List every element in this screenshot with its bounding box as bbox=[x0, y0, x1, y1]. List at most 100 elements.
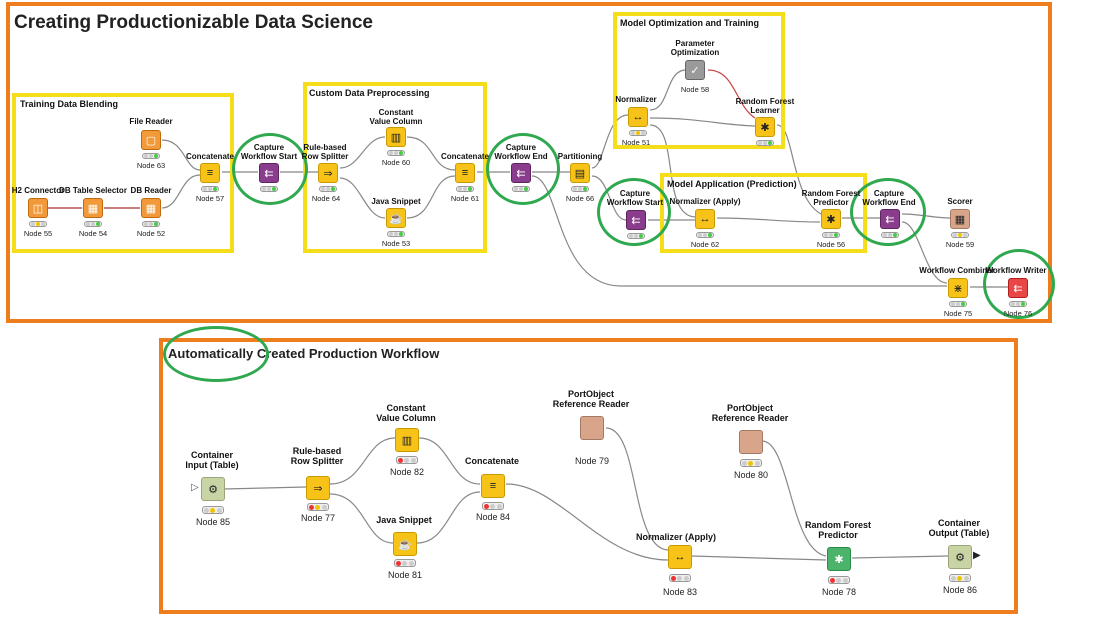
capture-end-1-label: Capture Workflow End bbox=[494, 143, 548, 161]
rf-predictor-56-id: Node 56 bbox=[816, 240, 846, 249]
java-icon: ☕ bbox=[389, 212, 403, 225]
portobject-79-id: Node 79 bbox=[574, 456, 610, 466]
file-reader-status bbox=[142, 153, 160, 159]
scorer-node[interactable]: ▦ bbox=[950, 209, 970, 229]
normalizer-apply-83-node[interactable]: ↔ bbox=[668, 545, 692, 569]
normalizer-51-node[interactable]: ↔ bbox=[628, 107, 648, 127]
normalizer-apply-83-status bbox=[669, 574, 691, 582]
capture-end-2-status bbox=[881, 232, 899, 238]
concatenate-84-label: Concatenate bbox=[464, 456, 520, 466]
constant-60-label: Constant Value Column bbox=[369, 108, 423, 126]
constant-82-status bbox=[396, 456, 418, 464]
split-icon: ⇒ bbox=[323, 167, 333, 180]
workflow-writer-status bbox=[1009, 301, 1027, 307]
concatenate-61-id: Node 61 bbox=[450, 194, 480, 203]
rule-splitter-64-label: Rule-based Row Splitter bbox=[301, 143, 349, 161]
workflow-writer-node[interactable]: ⇇ bbox=[1008, 278, 1028, 298]
constant-60-status bbox=[387, 150, 405, 156]
java-snippet-53-status bbox=[387, 231, 405, 237]
concatenate-57-status bbox=[201, 186, 219, 192]
concatenate-icon: ≡ bbox=[489, 480, 497, 492]
rule-splitter-64-node[interactable]: ⇒ bbox=[318, 163, 338, 183]
group-title-application: Model Application (Prediction) bbox=[667, 179, 797, 189]
java-snippet-53-id: Node 53 bbox=[381, 239, 411, 248]
concatenate-61-label: Concatenate bbox=[440, 152, 490, 161]
capture-start-icon: ⇇ bbox=[264, 167, 274, 180]
partitioning-node[interactable]: ▤ bbox=[570, 163, 590, 183]
db-reader-id: Node 52 bbox=[136, 229, 166, 238]
capture-start-1-node[interactable]: ⇇ bbox=[259, 163, 279, 183]
constant-column-icon: ▥ bbox=[390, 131, 402, 144]
partitioning-label: Partitioning bbox=[557, 152, 603, 161]
portobject-80-id: Node 80 bbox=[733, 470, 769, 480]
workflow-combiner-node[interactable]: ⋇ bbox=[948, 278, 968, 298]
java-snippet-53-label: Java Snippet bbox=[371, 197, 421, 206]
capture-end-2-node[interactable]: ⇇ bbox=[880, 209, 900, 229]
capture-start-2-status bbox=[627, 233, 645, 239]
java-snippet-53-node[interactable]: ☕ bbox=[386, 208, 406, 228]
portobject-80-node[interactable] bbox=[739, 430, 763, 454]
constant-60-node[interactable]: ▥ bbox=[386, 127, 406, 147]
scorer-status bbox=[951, 232, 969, 238]
concatenate-icon: ≡ bbox=[461, 167, 469, 179]
file-reader-node[interactable]: ▢ bbox=[141, 130, 161, 150]
db-reader-node[interactable]: ▦ bbox=[141, 198, 161, 218]
portobject-80-status bbox=[740, 459, 762, 467]
param-opt-label: Parameter Optimization bbox=[670, 39, 720, 57]
constant-column-icon: ▥ bbox=[401, 434, 413, 447]
db-table-selector-id: Node 54 bbox=[78, 229, 108, 238]
output-arrow-icon: ▶ bbox=[973, 550, 981, 561]
tree-icon: ✱ bbox=[834, 553, 844, 566]
h2-connector-node[interactable]: ◫ bbox=[28, 198, 48, 218]
rule-splitter-77-label: Rule-based Row Splitter bbox=[290, 446, 344, 466]
java-snippet-81-status bbox=[394, 559, 416, 567]
concatenate-icon: ≡ bbox=[206, 167, 214, 179]
h2-connector-status bbox=[29, 221, 47, 227]
param-opt-id: Node 58 bbox=[680, 85, 710, 94]
java-snippet-81-id: Node 81 bbox=[387, 570, 423, 580]
concatenate-61-node[interactable]: ≡ bbox=[455, 163, 475, 183]
capture-end-1-node[interactable]: ⇇ bbox=[511, 163, 531, 183]
db-table-selector-node[interactable]: ▦ bbox=[83, 198, 103, 218]
rf-predictor-56-node[interactable]: ✱ bbox=[821, 209, 841, 229]
group-title-blending: Training Data Blending bbox=[20, 99, 119, 109]
concatenate-84-node[interactable]: ≡ bbox=[481, 474, 505, 498]
rf-predictor-78-status bbox=[828, 576, 850, 584]
container-input-node[interactable]: ⚙ bbox=[201, 477, 225, 501]
writer-icon: ⇇ bbox=[1013, 282, 1023, 295]
param-opt-node[interactable]: ✓ bbox=[685, 60, 705, 80]
constant-82-node[interactable]: ▥ bbox=[395, 428, 419, 452]
tree-icon: ✱ bbox=[760, 121, 770, 134]
capture-end-1-status bbox=[512, 186, 530, 192]
scorer-icon: ▦ bbox=[954, 213, 966, 226]
db-table-selector-status bbox=[84, 221, 102, 227]
highlight-workflow-writer bbox=[983, 249, 1055, 319]
combine-icon: ⋇ bbox=[953, 282, 963, 295]
concatenate-84-status bbox=[482, 502, 504, 510]
rf-predictor-78-node[interactable]: ✱ bbox=[827, 547, 851, 571]
gear-icon: ⚙ bbox=[955, 551, 965, 564]
constant-60-id: Node 60 bbox=[381, 158, 411, 167]
container-output-label: Container Output (Table) bbox=[928, 518, 990, 538]
portobject-79-node[interactable] bbox=[580, 416, 604, 440]
rf-learner-node[interactable]: ✱ bbox=[755, 117, 775, 137]
java-snippet-81-node[interactable]: ☕ bbox=[393, 532, 417, 556]
rf-learner-label: Random Forest Learner bbox=[735, 97, 795, 115]
highlight-capture-start-1 bbox=[232, 133, 308, 205]
normalizer-apply-62-node[interactable]: ↔ bbox=[695, 209, 715, 229]
capture-end-icon: ⇇ bbox=[885, 213, 895, 226]
concatenate-57-label: Concatenate bbox=[185, 152, 235, 161]
rule-splitter-77-node[interactable]: ⇒ bbox=[306, 476, 330, 500]
normalizer-51-id: Node 51 bbox=[621, 138, 651, 147]
capture-start-1-status bbox=[260, 186, 278, 192]
concatenate-57-node[interactable]: ≡ bbox=[200, 163, 220, 183]
java-icon: ☕ bbox=[398, 538, 412, 551]
normalizer-apply-62-status bbox=[696, 232, 714, 238]
concatenate-61-status bbox=[456, 186, 474, 192]
capture-start-2-node[interactable]: ⇇ bbox=[626, 210, 646, 230]
concatenate-84-id: Node 84 bbox=[475, 512, 511, 522]
container-output-node[interactable]: ⚙ bbox=[948, 545, 972, 569]
portobject-80-label: PortObject Reference Reader bbox=[711, 403, 789, 423]
highlight-capture-end-2 bbox=[850, 178, 926, 246]
